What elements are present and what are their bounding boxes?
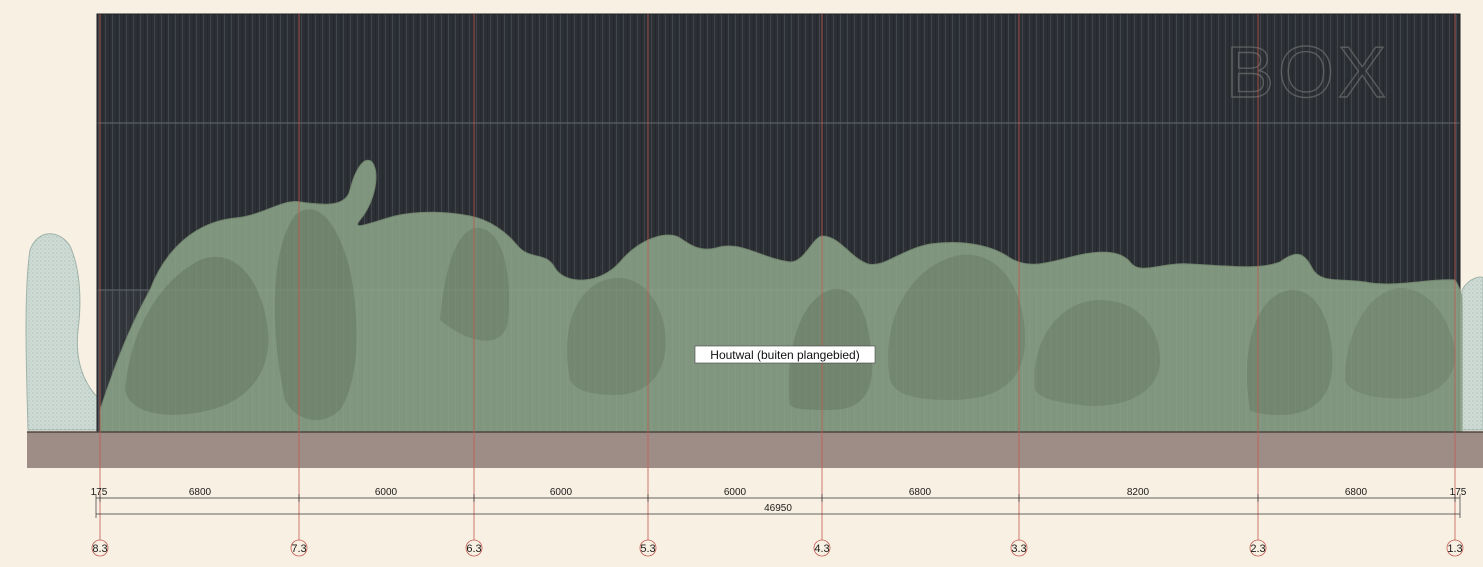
box-signage: BOX bbox=[1226, 33, 1390, 113]
gridline-marker bbox=[813, 539, 831, 557]
ground-strip bbox=[27, 432, 1483, 468]
tree-shadow bbox=[888, 254, 1025, 400]
gridlines bbox=[99, 14, 1456, 540]
tree-shadow bbox=[1345, 288, 1456, 399]
dimension-value: 6800 bbox=[1345, 487, 1368, 498]
tree-shadow bbox=[125, 256, 269, 415]
gridline-marker bbox=[91, 539, 109, 557]
gridline-label: 3.3 bbox=[1011, 543, 1026, 555]
dimension-value: 6000 bbox=[724, 487, 747, 498]
tree-shadow bbox=[274, 209, 357, 421]
dimension-value: 175 bbox=[1450, 487, 1467, 498]
tree-shadow bbox=[440, 227, 510, 341]
gridline-marker bbox=[1446, 539, 1464, 557]
dimension-chain bbox=[95, 494, 1461, 518]
gridline-label: 1.3 bbox=[1447, 543, 1462, 555]
vegetation-houtwal bbox=[99, 159, 1463, 433]
dimension-value: 175 bbox=[91, 487, 108, 498]
tree-shadow bbox=[1034, 300, 1160, 406]
label-text: Houtwal (buiten plangebied) bbox=[710, 348, 859, 362]
gridline-marker bbox=[290, 539, 308, 557]
gridline-marker bbox=[1010, 539, 1028, 557]
dimension-value: 8200 bbox=[1127, 487, 1150, 498]
dimension-value: 6000 bbox=[375, 487, 398, 498]
grid-axis-markers: 8.3 7.3 6.3 5.3 4.3 3.3 2.3 1.3 bbox=[91, 539, 1464, 557]
gridline-label: 7.3 bbox=[291, 543, 306, 555]
gridline-label: 2.3 bbox=[1250, 543, 1265, 555]
dimension-value: 6800 bbox=[189, 487, 212, 498]
gridline-marker bbox=[465, 539, 483, 557]
tree-shadow bbox=[566, 278, 666, 395]
gridline-label: 8.3 bbox=[92, 543, 107, 555]
gridline-label: 5.3 bbox=[640, 543, 655, 555]
dimension-value: 6800 bbox=[909, 487, 932, 498]
gridline-label: 4.3 bbox=[814, 543, 829, 555]
vegetation-label: Houtwal (buiten plangebied) bbox=[694, 345, 876, 364]
total-dimension-value: 46950 bbox=[764, 503, 792, 514]
left-hedge bbox=[25, 233, 101, 431]
label-background bbox=[694, 345, 876, 364]
gridline-marker bbox=[639, 539, 657, 557]
tree-shadow bbox=[1246, 289, 1333, 415]
gridline-marker bbox=[1249, 539, 1267, 557]
dimension-value: 6000 bbox=[550, 487, 573, 498]
gridline-label: 6.3 bbox=[466, 543, 481, 555]
right-hedge bbox=[1461, 276, 1483, 431]
vegetation-mass bbox=[99, 159, 1463, 433]
dimension-values: 175 6800 6000 6000 6000 6800 8200 6800 1… bbox=[91, 487, 1467, 514]
